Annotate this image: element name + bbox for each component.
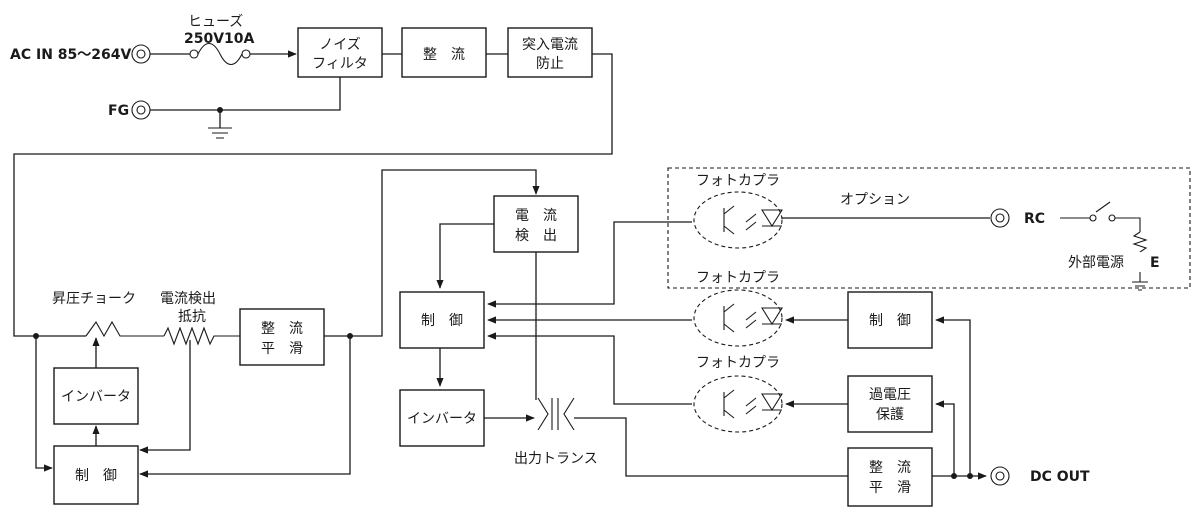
ac-input-label: AC IN 85～264V	[10, 47, 131, 63]
ext-power-label: 外部電源	[1068, 255, 1124, 271]
control-out-block: 制 御	[847, 291, 933, 349]
e-label: E	[1150, 255, 1160, 271]
fg-label: FG	[108, 103, 129, 119]
fuse-symbol	[150, 42, 297, 66]
dc-out-terminal	[990, 466, 1010, 486]
rect-smooth-out-line2: 平 滑	[869, 479, 911, 496]
inverter-pfc-block: インバータ	[53, 367, 139, 425]
current-detect-line2: 検 出	[515, 228, 557, 244]
rect-smooth-out-line1: 整 流	[869, 460, 911, 476]
noise-filter-line1: ノイズ	[319, 37, 361, 53]
transformer-label: 出力トランス	[514, 451, 598, 467]
dc-out-label: DC OUT	[1030, 469, 1090, 485]
current-detect-block: 電 流 検 出	[493, 195, 579, 253]
sense-resistor-symbol	[163, 326, 240, 346]
ext-power-label-bg	[1066, 252, 1164, 272]
photocoupler-2-symbol	[693, 289, 783, 347]
inverter-main-block: インバータ	[399, 389, 485, 447]
control-main-block: 制 御	[399, 291, 485, 349]
noise-filter-line2: フィルタ	[312, 56, 368, 72]
ac-input-terminal	[131, 44, 151, 64]
boost-choke-label: 昇圧チョーク	[52, 291, 136, 307]
control-pfc-block: 制 御	[53, 445, 139, 505]
control-pfc-label: 制 御	[75, 468, 117, 484]
fuse-name-label: ヒューズ	[188, 14, 243, 30]
inverter-pfc-label: インバータ	[61, 389, 131, 405]
photocoupler-1-symbol	[693, 191, 783, 249]
pfc-output-wire	[324, 169, 540, 337]
fuse-rating-label: 250V10A	[184, 31, 255, 47]
photocoupler-label-2: フォトカプラ	[696, 270, 780, 286]
sense-resistor-line2: 抵抗	[178, 309, 206, 325]
output-transformer-symbol	[537, 397, 848, 477]
rect-smooth-out-block: 整 流 平 滑	[847, 447, 933, 507]
rectifier-label: 整 流	[423, 47, 465, 63]
option-label: オプション	[840, 192, 910, 208]
rect-smooth-pfc-line1: 整 流	[261, 321, 303, 337]
photocoupler-label-3: フォトカプラ	[696, 355, 780, 371]
rc-label: RC	[1024, 211, 1045, 227]
ovp-line2: 保護	[876, 407, 904, 423]
ovp-block: 過電圧 保護	[847, 375, 933, 433]
dc-bus-wire	[13, 53, 613, 337]
inrush-limiter-block: 突入電流 防止	[507, 27, 593, 78]
rect-smooth-pfc-line2: 平 滑	[261, 340, 303, 357]
option-dashed-area	[667, 167, 1191, 289]
inrush-line1: 突入電流	[522, 37, 578, 53]
ovp-line1: 過電圧	[869, 387, 911, 403]
photocoupler-label-1: フォトカプラ	[696, 173, 780, 189]
noise-filter-block: ノイズ フィルタ	[297, 27, 383, 78]
rc-terminal	[990, 208, 1010, 228]
rectifier-block: 整 流	[401, 27, 487, 78]
fg-terminal	[131, 100, 151, 120]
control-main-label: 制 御	[421, 313, 463, 329]
fg-wire	[150, 77, 341, 139]
photocoupler-3-symbol	[693, 375, 783, 433]
rc-switch-circuit	[1060, 201, 1148, 291]
current-detect-line1: 電 流	[515, 208, 557, 224]
sense-resistor-line1: 電流検出	[160, 291, 216, 307]
control-out-label: 制 御	[869, 313, 911, 329]
rect-smooth-pfc-block: 整 流 平 滑	[239, 308, 325, 366]
inrush-line2: 防止	[536, 56, 564, 72]
inverter-main-label: インバータ	[407, 411, 477, 427]
